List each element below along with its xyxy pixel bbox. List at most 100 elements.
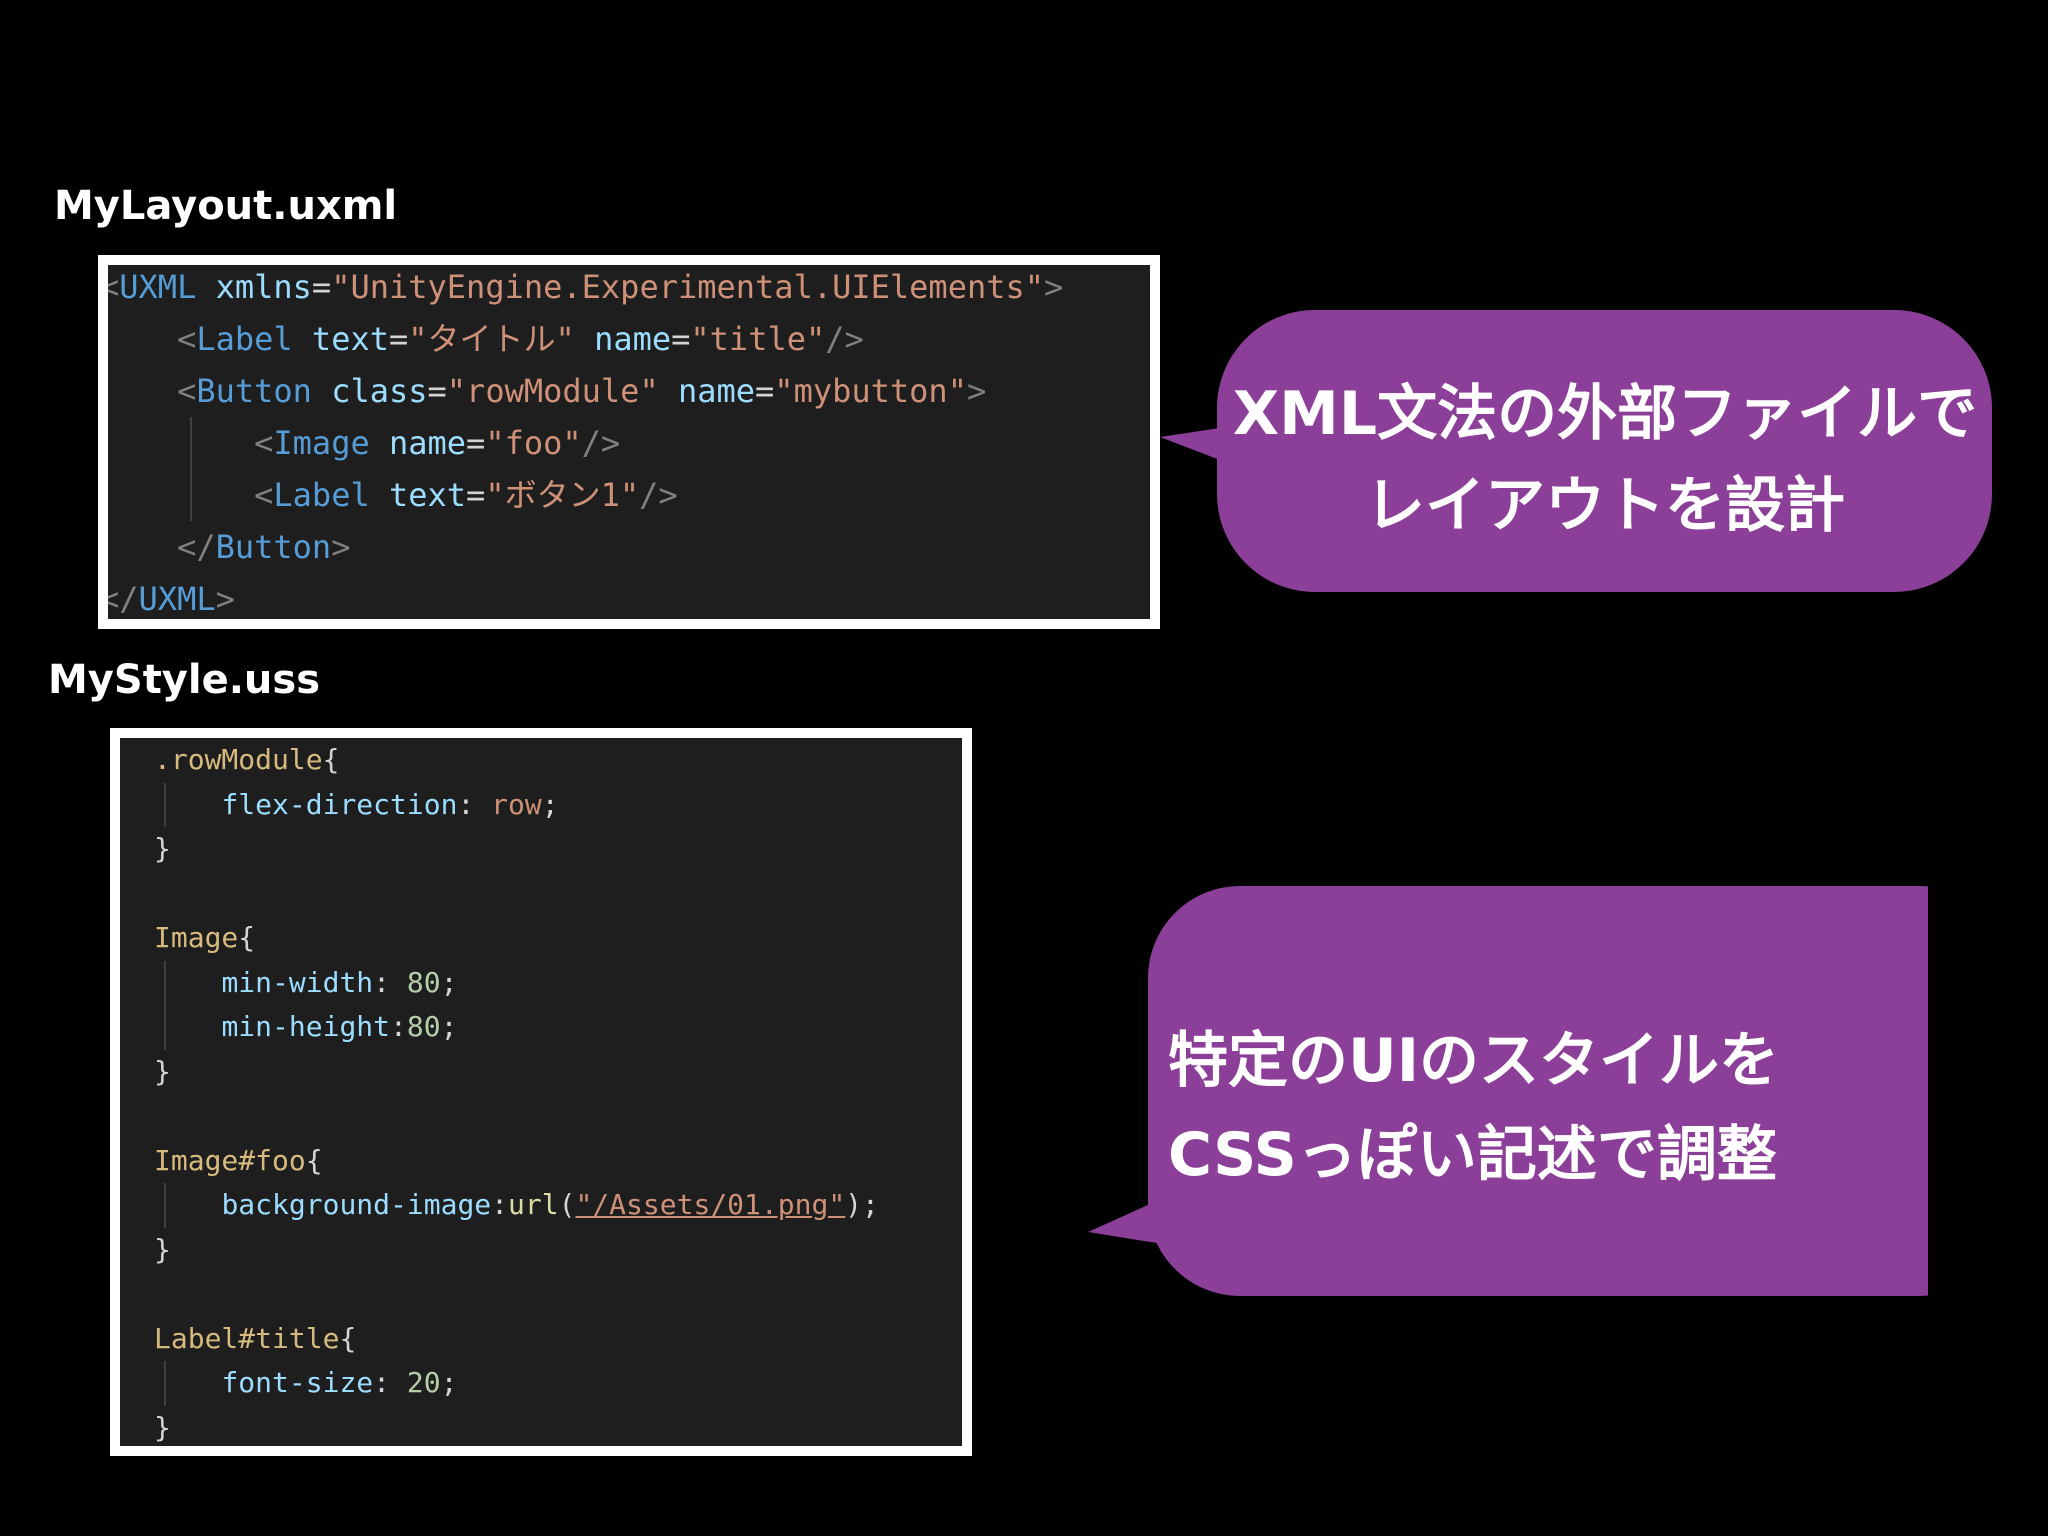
code-token: Button: [196, 372, 312, 410]
code-token: >: [215, 580, 235, 618]
code-line[interactable]: Label#title{: [154, 1317, 356, 1362]
code-token: <: [100, 268, 120, 306]
style-callout-bubble: [1088, 886, 1928, 1296]
code-line[interactable]: .rowModule{: [154, 738, 339, 783]
code-token: "rowModule": [446, 372, 659, 410]
code-token: 80: [406, 965, 441, 999]
code-token: [370, 424, 389, 462]
code-token: [293, 320, 312, 358]
code-line[interactable]: <Button class="rowModule" name="mybutton…: [108, 365, 987, 417]
code-token: :: [373, 1366, 407, 1399]
code-token: url: [508, 1188, 559, 1221]
code-token: [108, 528, 177, 566]
code-token: =: [755, 372, 775, 410]
code-token: }: [154, 1232, 171, 1266]
code-token: =: [466, 424, 486, 462]
code-token: [659, 372, 678, 410]
layout-callout-line2: レイアウトを設計: [1365, 471, 1845, 541]
layout-code-panel[interactable]: <UXML xmlns="UnityEngine.Experimental.UI…: [98, 255, 1160, 629]
code-token: UXML: [119, 268, 197, 306]
code-token: <: [177, 372, 197, 410]
code-token: }: [154, 1410, 171, 1444]
code-token: min-height: [221, 1010, 391, 1043]
style-file-label: MyStyle.uss: [48, 657, 321, 703]
code-token: }: [154, 832, 171, 865]
code-line[interactable]: Image#foo{: [154, 1139, 323, 1184]
code-line[interactable]: }: [154, 1406, 171, 1447]
code-token: [108, 424, 254, 462]
indent-guide: [164, 782, 166, 827]
code-token: />: [825, 320, 864, 358]
code-line[interactable]: background-image:url("/Assets/01.png");: [154, 1183, 878, 1228]
style-code-editor[interactable]: .rowModule{ flex-direction: row;}Image{ …: [120, 738, 962, 1446]
code-token: Label: [273, 476, 370, 514]
code-token: ;: [440, 1366, 458, 1399]
code-line[interactable]: }: [154, 1228, 171, 1273]
code-token: :: [491, 1188, 509, 1221]
style-callout-line2: CSSっぽい記述で調整: [1168, 1120, 1777, 1190]
code-token: >: [331, 528, 351, 566]
code-line[interactable]: </UXML>: [100, 573, 235, 619]
code-token: flex-direction: [221, 787, 458, 821]
code-line[interactable]: min-width: 80;: [154, 961, 457, 1006]
code-line[interactable]: flex-direction: row;: [154, 783, 559, 828]
indent-guide: [164, 1183, 166, 1228]
indent-guide: [164, 960, 166, 1050]
code-line[interactable]: <Label text="タイトル" name="title"/>: [108, 313, 864, 365]
layout-callout-tail: [1160, 428, 1220, 460]
code-token: =: [427, 372, 447, 410]
code-token: <: [254, 424, 274, 462]
code-token: </: [100, 580, 139, 618]
code-token: />: [581, 424, 621, 462]
code-token: [575, 320, 594, 358]
code-token: Label: [196, 320, 293, 358]
code-token: "foo": [485, 424, 582, 462]
code-token: ;: [541, 787, 559, 821]
code-line[interactable]: <Image name="foo"/>: [108, 417, 621, 469]
code-token: background-image: [221, 1188, 492, 1221]
code-token: "/Assets/01.png": [575, 1188, 846, 1221]
code-line[interactable]: </Button>: [108, 521, 351, 573]
style-code-panel[interactable]: .rowModule{ flex-direction: row;}Image{ …: [110, 728, 972, 1456]
code-line[interactable]: Image{: [154, 916, 255, 961]
code-token: Image: [273, 424, 370, 462]
code-token: UXML: [138, 580, 216, 618]
code-line[interactable]: }: [154, 1050, 171, 1095]
code-token: />: [639, 476, 678, 514]
code-token: Image: [154, 921, 239, 954]
layout-callout: XML文法の外部ファイルで レイアウトを設計: [1160, 310, 2000, 592]
code-token: }: [154, 1054, 171, 1088]
code-line[interactable]: <UXML xmlns="UnityEngine.Experimental.UI…: [100, 265, 1064, 313]
code-token: 80: [406, 1010, 441, 1043]
code-token: :: [390, 1010, 407, 1043]
code-token: "ボタン1": [485, 476, 640, 514]
code-token: =: [466, 476, 486, 514]
code-token: (: [558, 1188, 576, 1221]
layout-callout-bubble: [1160, 310, 1992, 592]
code-token: class: [331, 372, 428, 410]
code-token: [108, 372, 177, 410]
code-token: .rowModule: [154, 743, 323, 776]
code-token: font-size: [221, 1366, 374, 1399]
code-token: >: [966, 372, 987, 410]
layout-code-editor[interactable]: <UXML xmlns="UnityEngine.Experimental.UI…: [108, 265, 1150, 619]
code-token: "タイトル": [408, 320, 575, 358]
code-token: name: [594, 320, 672, 358]
code-line[interactable]: <Label text="ボタン1"/>: [108, 469, 678, 521]
code-token: {: [238, 921, 256, 954]
code-token: >: [1044, 268, 1064, 306]
code-token: [196, 268, 215, 306]
style-callout: 特定のUIのスタイルを CSSっぽい記述で調整: [1088, 886, 1928, 1296]
code-token: <: [177, 320, 197, 358]
code-token: [108, 476, 254, 514]
code-token: [370, 476, 389, 514]
code-line[interactable]: font-size: 20;: [154, 1361, 457, 1406]
code-line[interactable]: min-height:80;: [154, 1005, 457, 1050]
code-token: =: [311, 268, 332, 306]
code-token: 20: [406, 1366, 441, 1399]
code-token: "title": [690, 320, 826, 358]
code-line[interactable]: }: [154, 827, 171, 872]
code-token: {: [305, 1143, 323, 1177]
code-token: min-width: [221, 965, 374, 999]
code-token: [312, 372, 331, 410]
